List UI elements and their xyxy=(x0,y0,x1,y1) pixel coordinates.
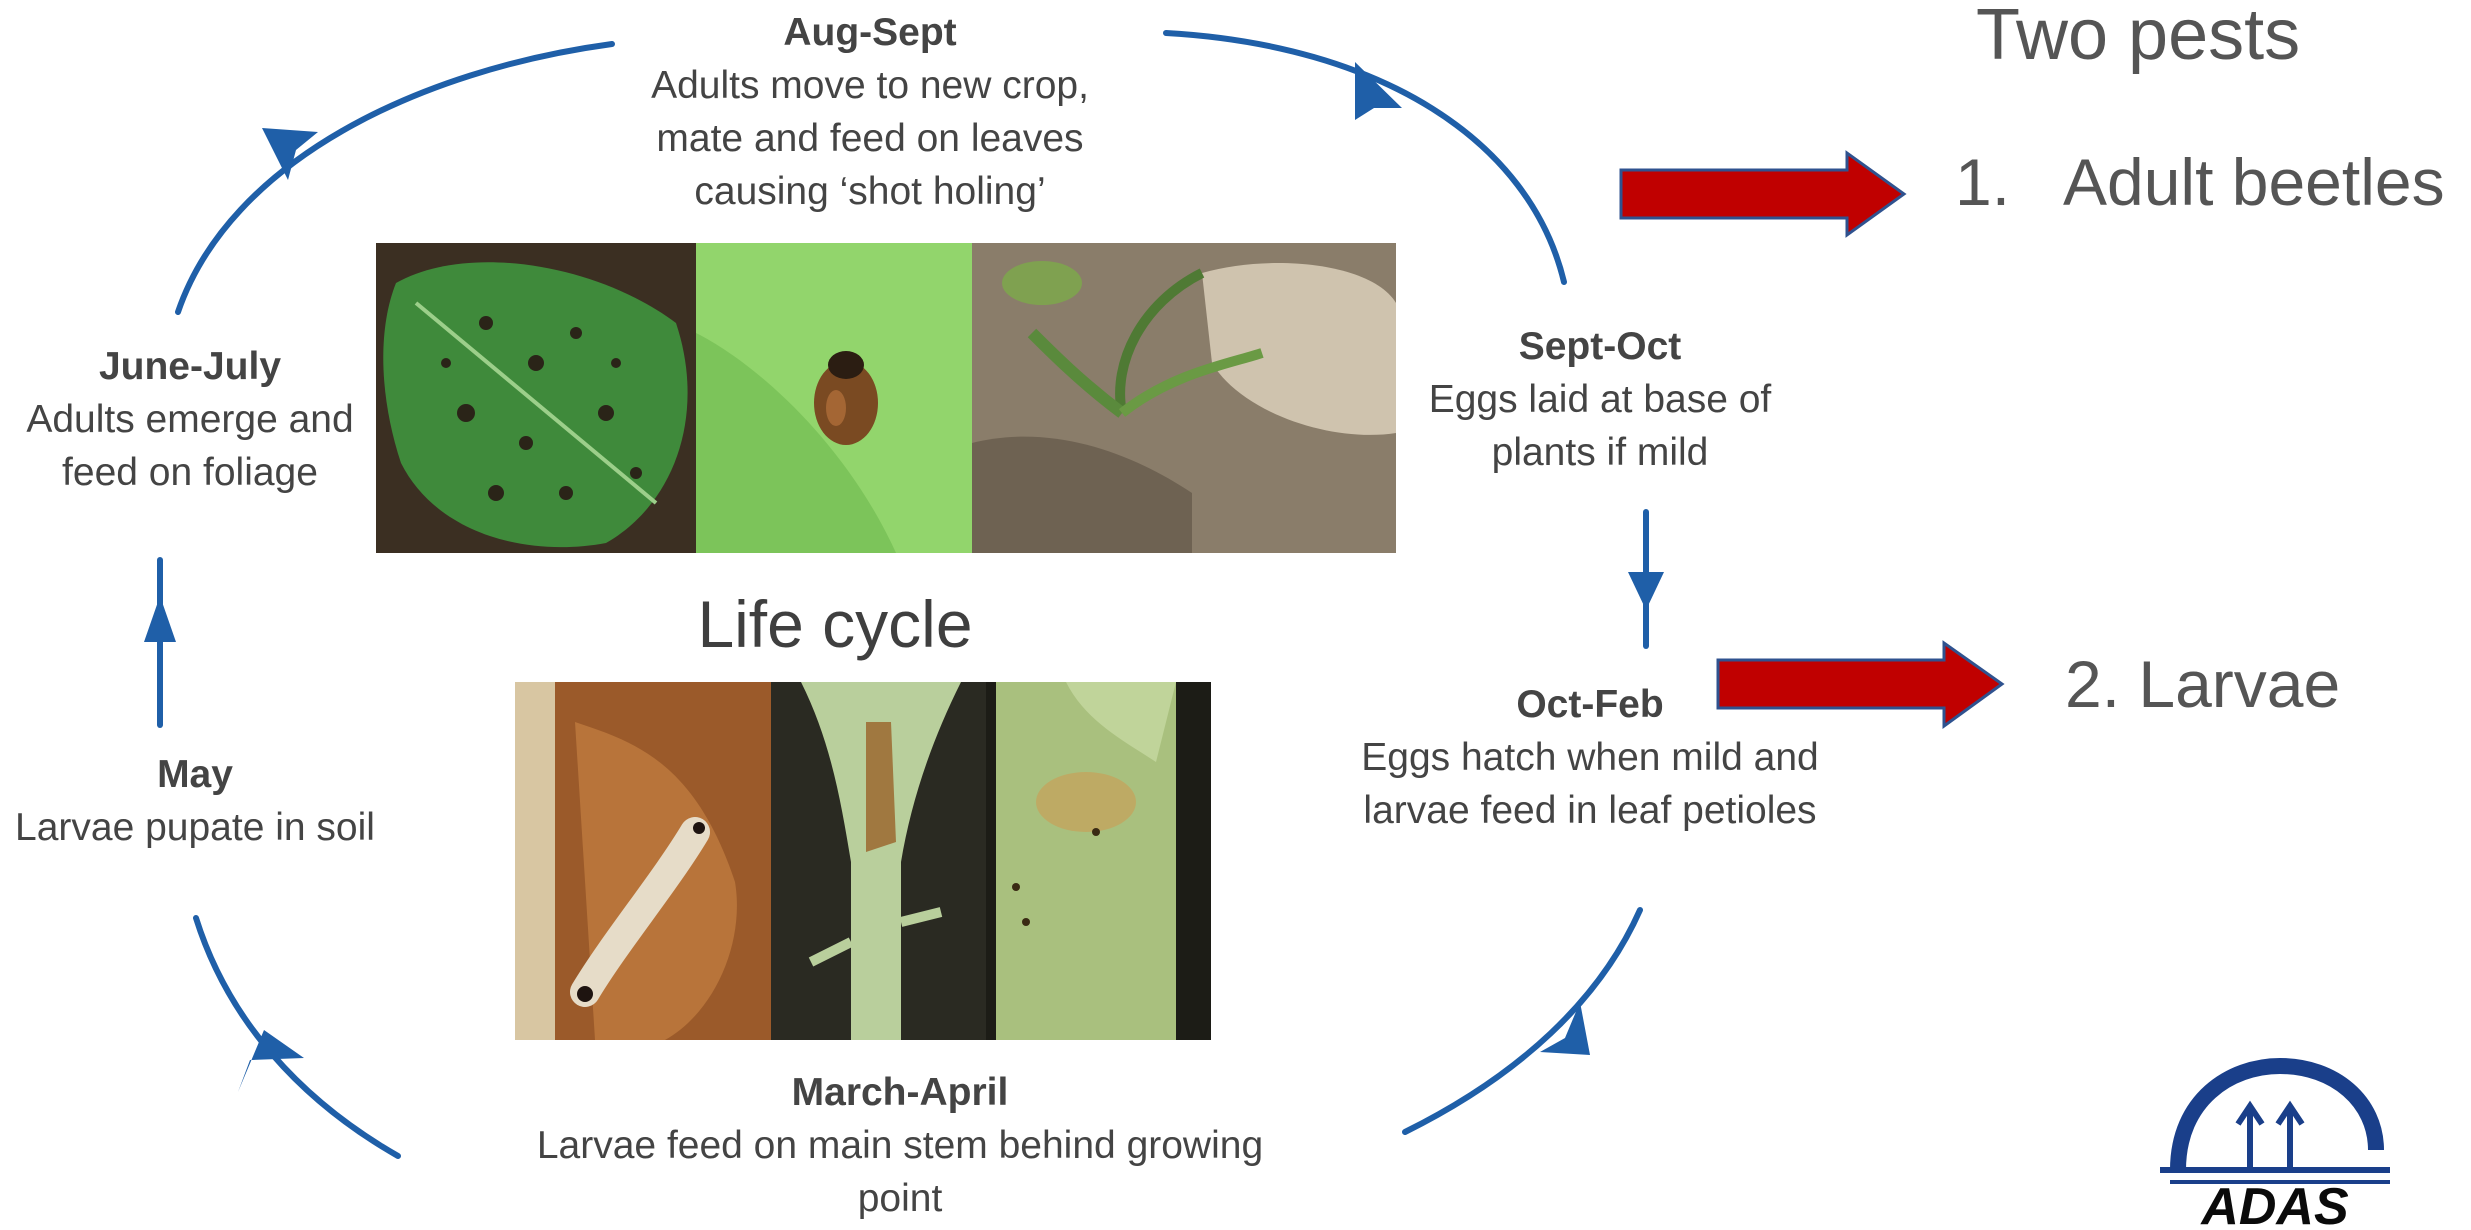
stage-description: Larvae pupate in soil xyxy=(0,801,390,854)
stage-description: Larvae feed on main stem behind growing … xyxy=(480,1119,1320,1225)
larvae-photos xyxy=(515,682,1211,1040)
pest-item-larvae: 2. Larvae xyxy=(2065,646,2340,722)
pest-label: Larvae xyxy=(2138,647,2340,721)
stage-title: March-April xyxy=(480,1066,1320,1119)
pest-label: Adult beetles xyxy=(2063,145,2445,219)
stage-title: Oct-Feb xyxy=(1330,678,1850,731)
stage-title: June-July xyxy=(10,340,370,393)
adult-beetle-photos xyxy=(376,243,1396,553)
damaged-stem-photo xyxy=(771,682,986,1040)
arrowhead-4 xyxy=(1540,1002,1590,1055)
stage-title: Aug-Sept xyxy=(600,6,1140,59)
stage-aug-sept: Aug-Sept Adults move to new crop, mate a… xyxy=(600,6,1140,218)
stage-description: Eggs hatch when mild and larvae feed in … xyxy=(1330,731,1850,837)
pest-number: 1. xyxy=(1955,144,2063,220)
arrowhead-6 xyxy=(144,596,176,642)
shot-holed-leaf-photo xyxy=(376,243,696,553)
arrowhead-3 xyxy=(1628,572,1664,610)
stage-description: Adults emerge and feed on foliage xyxy=(10,393,370,499)
seedling-in-soil-photo xyxy=(972,243,1396,553)
stage-oct-feb: Oct-Feb Eggs hatch when mild and larvae … xyxy=(1330,678,1850,837)
adas-logo: ADAS xyxy=(2150,1050,2400,1225)
two-pests-title: Two pests xyxy=(1976,0,2300,76)
life-cycle-title: Life cycle xyxy=(640,586,1030,662)
stage-sept-oct: Sept-Oct Eggs laid at base of plants if … xyxy=(1380,320,1820,479)
stage-may: May Larvae pupate in soil xyxy=(0,748,390,854)
stem-close-up-photo xyxy=(986,682,1211,1040)
stage-march-april: March-April Larvae feed on main stem beh… xyxy=(480,1066,1320,1225)
pest-arrow-1 xyxy=(1621,153,1904,235)
logo-text: ADAS xyxy=(2199,1178,2349,1225)
larva-in-stem-photo xyxy=(515,682,771,1040)
pest-number: 2. xyxy=(2065,647,2120,721)
beetle-on-leaf-photo xyxy=(696,243,972,553)
cycle-arrow-march-to-may xyxy=(196,918,398,1156)
stage-title: Sept-Oct xyxy=(1380,320,1820,373)
arrowhead-5 xyxy=(238,1030,304,1092)
stage-description: Adults move to new crop, mate and feed o… xyxy=(600,59,1140,218)
stage-june-july: June-July Adults emerge and feed on foli… xyxy=(10,340,370,499)
adas-logo-icon: ADAS xyxy=(2150,1050,2400,1225)
stage-title: May xyxy=(0,748,390,801)
pest-item-adult-beetles: 1.Adult beetles xyxy=(1955,144,2445,220)
stage-description: Eggs laid at base of plants if mild xyxy=(1380,373,1820,479)
cycle-arrow-oct-to-march xyxy=(1405,910,1640,1132)
